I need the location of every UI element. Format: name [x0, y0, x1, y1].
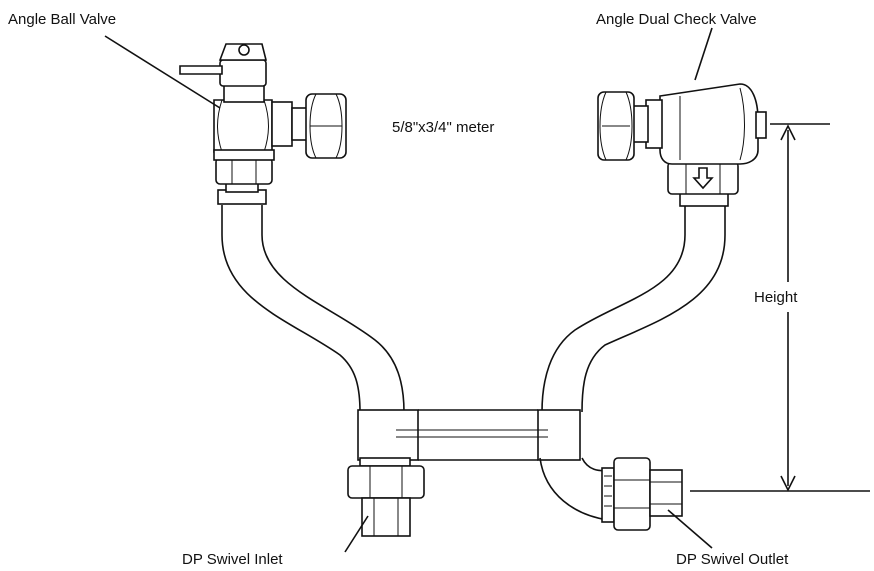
- dp-swivel-outlet-fitting: [613, 457, 683, 531]
- angle-ball-valve: [179, 43, 347, 205]
- dp-swivel-inlet-label: DP Swivel Inlet: [182, 551, 283, 568]
- right-pipe: [541, 205, 726, 413]
- angle-dual-check-valve: [597, 83, 767, 207]
- left-pipe: [221, 205, 405, 413]
- header-tube: [357, 409, 581, 461]
- outlet-elbow: [539, 457, 615, 523]
- meter-label: 5/8"x3/4" meter: [392, 119, 494, 136]
- height-label: Height: [754, 289, 798, 306]
- leader-lines: [104, 27, 713, 553]
- dp-swivel-inlet-fitting: [347, 457, 425, 537]
- dp-swivel-outlet-label: DP Swivel Outlet: [676, 551, 789, 568]
- angle-dual-check-valve-label: Angle Dual Check Valve: [596, 11, 757, 28]
- height-dimension: [690, 123, 870, 492]
- angle-ball-valve-label: Angle Ball Valve: [8, 11, 116, 28]
